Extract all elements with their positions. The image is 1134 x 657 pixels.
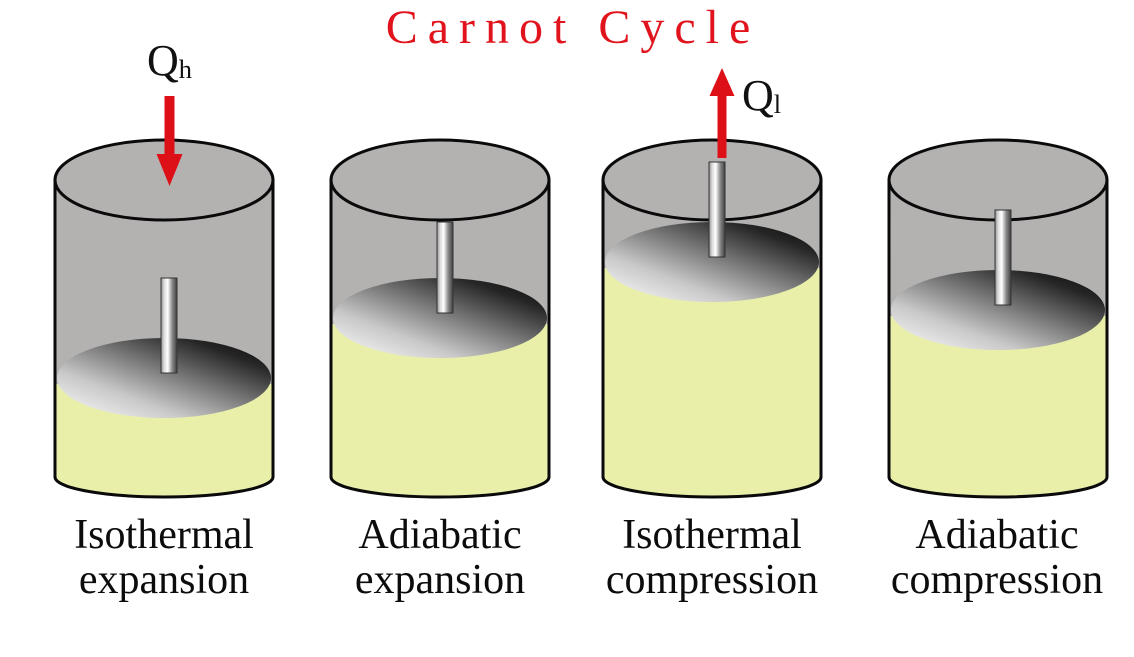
caption-isothermal-compression: Isothermal compression <box>572 512 852 604</box>
heat-in-arrow-icon <box>156 96 183 186</box>
gas-volume <box>603 268 821 497</box>
heat-in-symbol: Q <box>147 36 179 85</box>
diagram-title: Carnot Cycle <box>385 1 761 54</box>
caption-adiabatic-compression: Adiabatic compression <box>857 512 1134 604</box>
heat-out-symbol: Q <box>742 71 774 120</box>
caption-line: expansion <box>78 557 250 604</box>
piston-rod <box>708 161 726 258</box>
cylinder-isothermal-expansion <box>53 138 275 499</box>
arrow-shaft <box>164 96 175 157</box>
caption-isothermal-expansion: Isothermal expansion <box>24 512 304 604</box>
piston-rod <box>994 209 1012 306</box>
caption-line: Adiabatic <box>358 512 522 558</box>
cylinder-adiabatic-compression <box>887 138 1109 499</box>
cylinder-top-rim-front <box>329 179 551 222</box>
gas-volume <box>889 316 1107 497</box>
caption-line: Isothermal <box>74 512 254 558</box>
heat-in-label: Qh <box>147 39 192 83</box>
cylinder-adiabatic-expansion <box>329 138 551 499</box>
cylinder-outline <box>601 138 823 499</box>
heat-out-subscript: l <box>773 89 782 120</box>
arrow-head <box>156 154 183 186</box>
cylinder-outline <box>53 138 275 499</box>
caption-line: Adiabatic <box>915 512 1079 558</box>
heat-in-subscript: h <box>178 54 192 85</box>
cylinder-outline <box>887 138 1109 499</box>
heat-out-arrow-icon <box>709 68 735 158</box>
piston-rod <box>436 221 454 314</box>
piston <box>605 222 819 302</box>
cylinder-outline <box>329 138 551 499</box>
arrow-head <box>709 68 735 96</box>
caption-adiabatic-expansion: Adiabatic expansion <box>300 512 580 604</box>
arrow-shaft <box>717 94 727 158</box>
piston <box>891 270 1105 350</box>
cylinder-top-rim-front <box>53 179 275 222</box>
caption-line: expansion <box>354 557 526 604</box>
heat-out-label: Ql <box>742 74 781 118</box>
caption-line: compression <box>890 557 1104 604</box>
caption-line: Isothermal <box>622 512 802 558</box>
piston-rod <box>160 277 178 374</box>
piston <box>333 278 547 358</box>
gas-volume <box>331 324 549 497</box>
piston <box>57 338 271 418</box>
caption-line: compression <box>605 557 819 604</box>
cylinder-isothermal-compression <box>601 138 823 499</box>
